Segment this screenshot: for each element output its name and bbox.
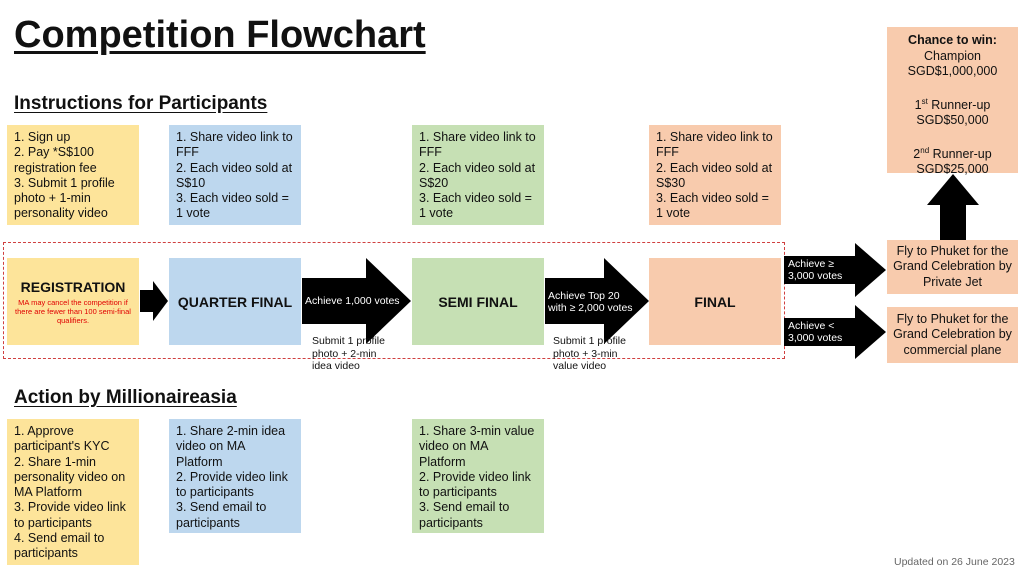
arrow-label-low-votes: Achieve < 3,000 votes [788, 320, 843, 344]
arrow-label-top-20: Achieve Top 20 with ≥ 2,000 votes [548, 290, 633, 314]
page-title: Competition Flowchart [14, 14, 426, 56]
prize-champion: Champion [924, 48, 981, 63]
arrow-registration-to-quarter [140, 281, 168, 321]
prize-first-amount: SGD$50,000 [916, 113, 989, 128]
arrow-final-to-jet [784, 243, 886, 297]
flow-frame [3, 242, 785, 359]
prize-first-runner-up: 1st Runner-up [914, 96, 991, 112]
arrow-label-achieve-1000: Achieve 1,000 votes [305, 295, 400, 307]
stage-registration: REGISTRATION MA may cancel the competiti… [7, 258, 139, 345]
registration-cancel-note: MA may cancel the competition if there a… [15, 297, 131, 325]
stage-final: FINAL [649, 258, 781, 345]
participant-step-quarter-final: 1. Share video link to FFF 2. Each video… [169, 125, 301, 225]
prize-second-runner-up: 2nd Runner-up [913, 145, 992, 161]
participant-step-semi-final: 1. Share video link to FFF 2. Each video… [412, 125, 544, 225]
destination-private-jet: Fly to Phuket for the Grand Celebration … [887, 240, 1018, 294]
arrow-jet-to-prizes [927, 174, 979, 240]
actions-heading: Action by Millionaireasia [14, 387, 237, 408]
participant-step-registration: 1. Sign up 2. Pay *S$100 registration fe… [7, 125, 139, 225]
updated-date: Updated on 26 June 2023 [894, 556, 1015, 568]
prize-box: Chance to win: Champion SGD$1,000,000 1s… [887, 27, 1018, 176]
stage-quarter-final: QUARTER FINAL [169, 258, 301, 345]
participants-heading: Instructions for Participants [14, 93, 268, 114]
stage-registration-label: REGISTRATION [20, 278, 126, 295]
ma-action-quarter-final: 1. Share 2-min idea video on MA Platform… [169, 419, 301, 533]
submit-note-semi: Submit 1 profile photo + 3-min value vid… [553, 335, 626, 372]
destination-commercial-plane: Fly to Phuket for the Grand Celebration … [887, 307, 1018, 363]
stage-semi-final: SEMI FINAL [412, 258, 544, 345]
submit-note-quarter: Submit 1 profile photo + 2-min idea vide… [312, 335, 385, 372]
arrow-semi-to-final [545, 258, 649, 344]
prize-second-amount: SGD$25,000 [916, 162, 989, 177]
participant-step-final: 1. Share video link to FFF 2. Each video… [649, 125, 781, 225]
ma-action-semi-final: 1. Share 3-min value video on MA Platfor… [412, 419, 544, 533]
prize-heading: Chance to win: [908, 33, 997, 47]
prize-champion-amount: SGD$1,000,000 [907, 64, 998, 78]
arrow-label-high-votes: Achieve ≥ 3,000 votes [788, 258, 843, 282]
arrow-quarter-to-semi [302, 258, 411, 344]
arrow-final-to-plane [784, 305, 886, 359]
ma-action-registration: 1. Approve participant's KYC 2. Share 1-… [7, 419, 139, 565]
